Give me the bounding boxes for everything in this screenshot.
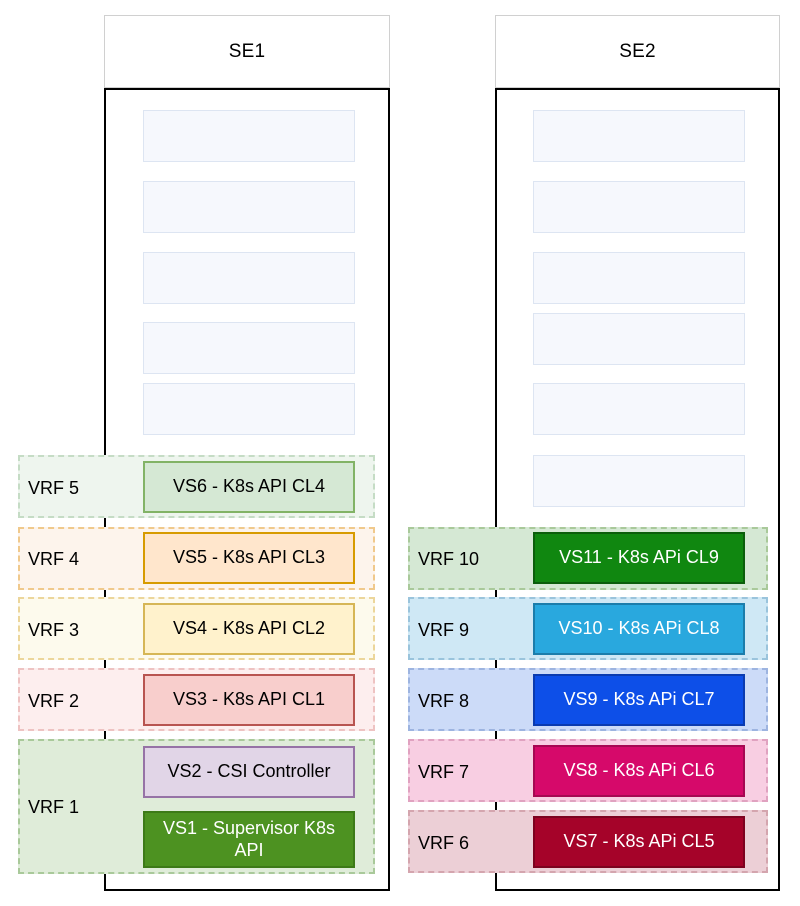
- virtual-service-vs3[interactable]: VS3 - K8s API CL1: [143, 674, 355, 726]
- virtual-service-label: VS11 - K8s APi CL9: [559, 547, 719, 568]
- virtual-service-label: VS2 - CSI Controller: [167, 761, 331, 782]
- virtual-service-label: VS9 - K8s APi CL7: [563, 689, 715, 710]
- virtual-service-vs4[interactable]: VS4 - K8s API CL2: [143, 603, 355, 655]
- vrf-label-vrf-6: VRF 6: [418, 833, 470, 853]
- virtual-service-vs1[interactable]: VS1 - Supervisor K8s API: [143, 811, 355, 868]
- virtual-service-label: VS5 - K8s API CL3: [172, 547, 326, 568]
- empty-slot: [143, 322, 355, 374]
- vrf-label-vrf-2: VRF 2: [28, 691, 80, 711]
- virtual-service-label: VS10 - K8s APi CL8: [558, 618, 720, 639]
- virtual-service-vs6[interactable]: VS6 - K8s API CL4: [143, 461, 355, 513]
- se-header-se2: SE2: [495, 15, 780, 88]
- vrf-label-vrf-1: VRF 1: [28, 797, 80, 817]
- empty-slot: [143, 110, 355, 162]
- empty-slot: [533, 455, 745, 507]
- vrf-label-vrf-8: VRF 8: [418, 691, 470, 711]
- virtual-service-vs10[interactable]: VS10 - K8s APi CL8: [533, 603, 745, 655]
- se-body-se2: [495, 88, 780, 891]
- se-header-label: SE2: [619, 41, 656, 62]
- vrf-label-vrf-7: VRF 7: [418, 762, 470, 782]
- virtual-service-vs8[interactable]: VS8 - K8s APi CL6: [533, 745, 745, 797]
- virtual-service-vs9[interactable]: VS9 - K8s APi CL7: [533, 674, 745, 726]
- virtual-service-label: VS7 - K8s APi CL5: [563, 831, 715, 852]
- empty-slot: [533, 252, 745, 304]
- se-header-label: SE1: [228, 41, 266, 62]
- empty-slot: [143, 383, 355, 435]
- vrf-label-vrf-9: VRF 9: [418, 620, 470, 640]
- virtual-service-label: VS1 - Supervisor K8s API: [162, 818, 336, 860]
- vrf-label-vrf-4: VRF 4: [28, 549, 80, 569]
- se-header-se1: SE1: [104, 15, 390, 88]
- empty-slot: [143, 252, 355, 304]
- vrf-label-vrf-5: VRF 5: [28, 478, 80, 498]
- virtual-service-vs2[interactable]: VS2 - CSI Controller: [143, 746, 355, 798]
- virtual-service-label: VS8 - K8s APi CL6: [563, 760, 715, 781]
- empty-slot: [533, 383, 745, 435]
- empty-slot: [143, 181, 355, 233]
- empty-slot: [533, 181, 745, 233]
- virtual-service-vs11[interactable]: VS11 - K8s APi CL9: [533, 532, 745, 584]
- virtual-service-vs5[interactable]: VS5 - K8s API CL3: [143, 532, 355, 584]
- vrf-label-vrf-10: VRF 10: [418, 549, 480, 569]
- virtual-service-label: VS6 - K8s API CL4: [172, 476, 326, 497]
- empty-slot: [533, 313, 745, 365]
- virtual-service-label: VS3 - K8s API CL1: [172, 689, 326, 710]
- virtual-service-vs7[interactable]: VS7 - K8s APi CL5: [533, 816, 745, 868]
- empty-slot: [533, 110, 745, 162]
- virtual-service-label: VS4 - K8s API CL2: [172, 618, 326, 639]
- vrf-label-vrf-3: VRF 3: [28, 620, 80, 640]
